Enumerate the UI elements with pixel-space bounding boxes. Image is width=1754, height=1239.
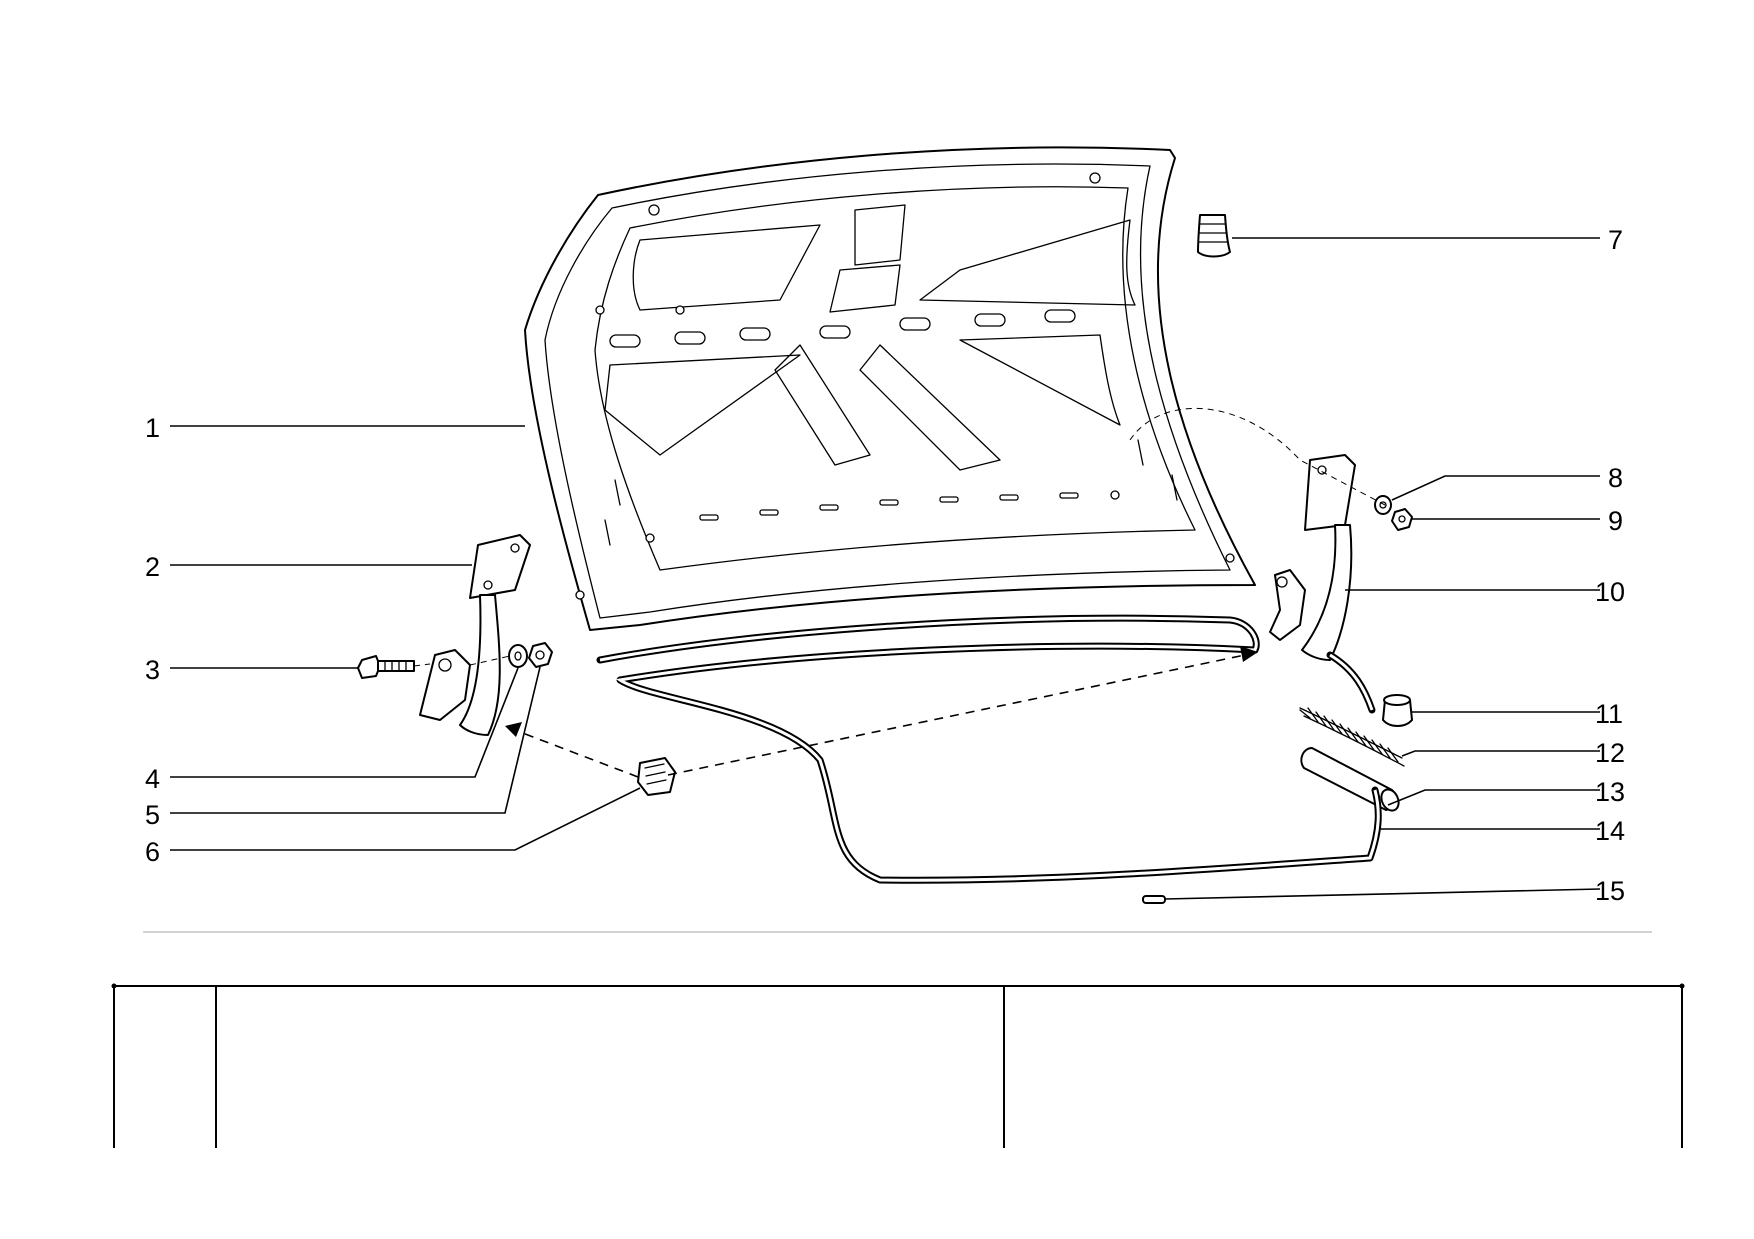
rubber-buffer bbox=[1382, 694, 1413, 727]
right-washer bbox=[1374, 495, 1392, 515]
callout-3: 3 bbox=[145, 655, 160, 685]
callout-7: 7 bbox=[1608, 225, 1623, 255]
callout-2: 2 bbox=[145, 552, 160, 582]
callout-10: 10 bbox=[1595, 577, 1625, 607]
washer bbox=[508, 644, 528, 668]
callout-8: 8 bbox=[1608, 463, 1623, 493]
spring bbox=[1299, 707, 1405, 767]
callout-9: 9 bbox=[1608, 506, 1623, 536]
assembly-arrows bbox=[413, 407, 1386, 778]
left-hinge bbox=[459, 534, 531, 736]
callout-5: 5 bbox=[145, 800, 160, 830]
right-hinge bbox=[1269, 454, 1356, 661]
right-nut bbox=[1391, 508, 1413, 531]
weatherstrip-seal bbox=[596, 614, 1382, 884]
callout-13: 13 bbox=[1595, 777, 1625, 807]
callout-14: 14 bbox=[1595, 816, 1625, 846]
bump-stop bbox=[637, 757, 676, 796]
callout-4: 4 bbox=[145, 764, 160, 794]
rubber-cap bbox=[1197, 214, 1231, 258]
callout-labels: 1 2 3 4 5 6 7 8 9 10 11 12 13 14 15 bbox=[145, 225, 1625, 906]
callout-11: 11 bbox=[1595, 699, 1623, 729]
callout-1: 1 bbox=[145, 413, 160, 443]
parts-table-frame bbox=[111, 983, 1685, 1148]
callout-12: 12 bbox=[1595, 738, 1625, 768]
trunk-lid bbox=[524, 146, 1256, 631]
hinge-bolt bbox=[357, 655, 415, 679]
callout-6: 6 bbox=[145, 837, 160, 867]
callout-15: 15 bbox=[1595, 876, 1625, 906]
left-hinge-arm bbox=[419, 649, 471, 721]
sleeve-tube bbox=[1300, 747, 1400, 812]
nut bbox=[528, 642, 553, 668]
leader-lines bbox=[170, 237, 1601, 900]
drain-plug bbox=[1142, 895, 1166, 904]
